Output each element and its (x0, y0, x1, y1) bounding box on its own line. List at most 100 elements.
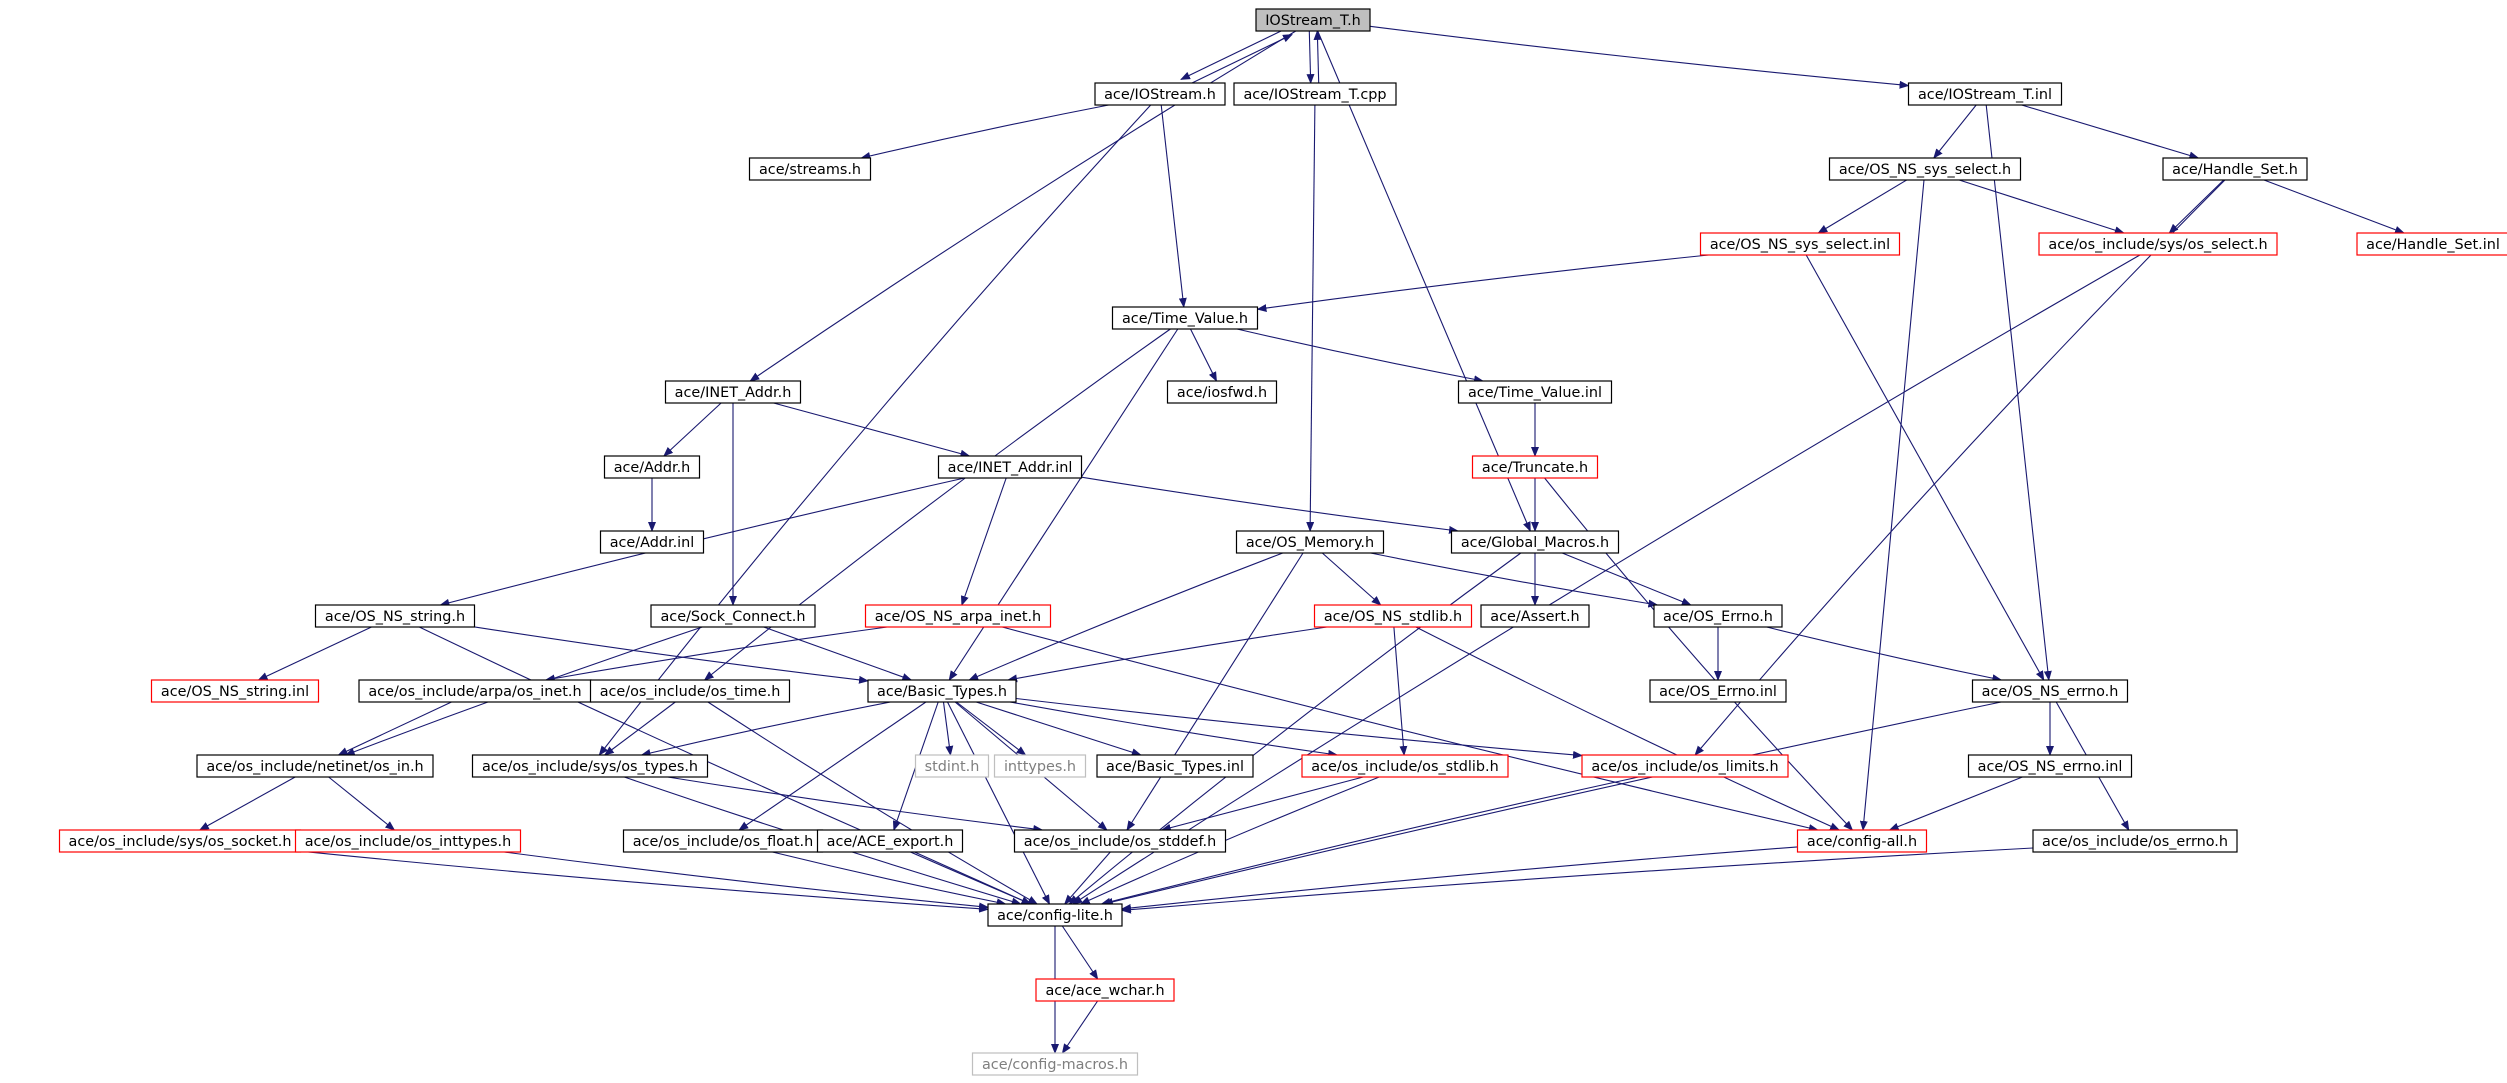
node-iostream-t-inl[interactable]: ace/IOStream_T.inl (1907, 82, 2063, 106)
node-config-all-h[interactable]: ace/config-all.h (1796, 829, 1928, 853)
node-os-errno-inl[interactable]: ace/OS_Errno.inl (1649, 679, 1787, 703)
edge-os-ns-string-h-to-basic-types-h (474, 626, 869, 684)
node-label: ace/Time_Value.h (1122, 311, 1248, 327)
edge-sock-connect-h-to-basic-types-h (763, 626, 913, 681)
edge-handle-set-h-to-os-include-sys-os-select-h (2168, 179, 2225, 234)
node-basic-types-inl[interactable]: ace/Basic_Types.inl (1096, 754, 1254, 778)
node-os-include-os-stdlib-h[interactable]: ace/os_include/os_stdlib.h (1301, 754, 1509, 778)
node-os-include-os-float-h[interactable]: ace/os_include/os_float.h (622, 829, 824, 853)
node-sock-connect-h[interactable]: ace/Sock_Connect.h (650, 604, 816, 628)
node-root[interactable]: IOStream_T.h (1255, 8, 1371, 32)
edge-os-include-os-stdlib-h-to-config-lite-h (1079, 776, 1380, 905)
node-label: ace/ace_wchar.h (1045, 983, 1164, 999)
node-box (1166, 380, 1278, 404)
node-box (1035, 978, 1175, 1002)
node-config-lite-h[interactable]: ace/config-lite.h (987, 903, 1123, 927)
node-label: ace/OS_NS_sys_select.inl (1710, 237, 1890, 253)
edge-os-include-os-stdlib-h-to-os-include-os-stddef-h (1160, 776, 1364, 832)
edge-handle-set-h-to-os-include-os-limits-h (1694, 179, 2226, 756)
node-label: ace/Handle_Set.inl (2366, 237, 2500, 253)
node-addr-inl[interactable]: ace/Addr.inl (599, 530, 705, 554)
node-box (314, 604, 476, 628)
node-global-macros-h[interactable]: ace/Global_Macros.h (1450, 530, 1620, 554)
node-os-ns-sys-select-inl[interactable]: ace/OS_NS_sys_select.inl (1699, 232, 1901, 256)
node-box (150, 679, 320, 703)
node-box (1581, 754, 1789, 778)
node-ace-iostream-h[interactable]: ace/IOStream.h (1094, 82, 1226, 106)
node-os-ns-string-inl[interactable]: ace/OS_NS_string.inl (150, 679, 320, 703)
node-box (664, 380, 802, 404)
edge-os-include-os-inttypes-h-to-config-lite-h (504, 851, 989, 911)
node-os-include-os-time-h[interactable]: ace/os_include/os_time.h (589, 679, 791, 703)
node-time-value-inl[interactable]: ace/Time_Value.inl (1457, 380, 1613, 404)
node-handle-set-h[interactable]: ace/Handle_Set.h (2162, 157, 2308, 181)
node-label: ace/INET_Addr.h (675, 385, 792, 401)
node-os-ns-stdlib-h[interactable]: ace/OS_NS_stdlib.h (1313, 604, 1473, 628)
edge-os-ns-sys-select-h-to-os-include-sys-os-select-h (1959, 179, 2125, 235)
node-label: ace/os_include/os_stddef.h (1024, 834, 1216, 850)
node-box (1653, 604, 1783, 628)
node-addr-h[interactable]: ace/Addr.h (603, 455, 701, 479)
edge-truncate-h-to-config-all-h (1544, 477, 1854, 831)
node-inet-addr-h[interactable]: ace/INET_Addr.h (664, 380, 802, 404)
edge-os-ns-sys-select-h-to-os-ns-sys-select-inl (1817, 179, 1907, 234)
edge-basic-types-h-to-os-include-os-stdlib-h (1009, 701, 1339, 758)
edge-basic-types-h-to-config-lite-h (947, 701, 1050, 905)
node-label: ace/OS_NS_errno.h (1982, 684, 2119, 700)
node-os-include-sys-os-types-h[interactable]: ace/os_include/sys/os_types.h (471, 754, 709, 778)
node-truncate-h[interactable]: ace/Truncate.h (1471, 455, 1599, 479)
edge-os-include-os-errno-h-to-config-lite-h (1121, 847, 2034, 914)
node-os-ns-errno-inl[interactable]: ace/OS_NS_errno.inl (1967, 754, 2133, 778)
edge-os-include-os-time-h-to-os-include-sys-os-types-h (603, 701, 676, 756)
node-ace-wchar-h[interactable]: ace/ace_wchar.h (1035, 978, 1175, 1002)
node-os-ns-arpa-inet-h[interactable]: ace/OS_NS_arpa_inet.h (864, 604, 1052, 628)
node-box (294, 829, 522, 853)
edge-os-ns-stdlib-h-to-basic-types-h (1007, 626, 1327, 683)
node-iostream-t-cpp[interactable]: ace/IOStream_T.cpp (1233, 82, 1397, 106)
edge-handle-set-h-to-handle-set-inl (2263, 179, 2405, 234)
edge-os-memory-h-to-basic-types-h (968, 552, 1283, 681)
node-os-ns-string-h[interactable]: ace/OS_NS_string.h (314, 604, 476, 628)
node-os-include-netinet-os-in-h[interactable]: ace/os_include/netinet/os_in.h (196, 754, 434, 778)
edge-config-all-h-to-config-lite-h (1121, 846, 1798, 912)
node-label: ace/config-macros.h (982, 1057, 1128, 1073)
edge-os-include-netinet-os-in-h-to-os-include-os-inttypes-h (328, 776, 396, 831)
node-os-include-os-inttypes-h[interactable]: ace/os_include/os_inttypes.h (294, 829, 522, 853)
node-os-include-os-errno-h[interactable]: ace/os_include/os_errno.h (2032, 829, 2238, 853)
edge-root-to-inet-addr-h (749, 30, 1297, 382)
node-os-memory-h[interactable]: ace/OS_Memory.h (1235, 530, 1385, 554)
node-box (1457, 380, 1613, 404)
node-inet-addr-inl[interactable]: ace/INET_Addr.inl (937, 455, 1083, 479)
node-streams-h[interactable]: ace/streams.h (748, 157, 872, 181)
node-label: ace/OS_Memory.h (1246, 535, 1374, 551)
edges (198, 25, 2405, 1054)
node-iosfwd-h[interactable]: ace/iosfwd.h (1166, 380, 1278, 404)
node-time-value-h[interactable]: ace/Time_Value.h (1111, 306, 1259, 330)
node-ace-export-h[interactable]: ace/ACE_export.h (816, 829, 964, 853)
node-label: ace/OS_NS_stdlib.h (1324, 609, 1462, 625)
edge-os-include-os-stddef-h-to-config-lite-h (1064, 851, 1111, 905)
edge-ace-iostream-h-to-os-include-sys-os-types-h (598, 104, 1152, 756)
node-os-ns-errno-h[interactable]: ace/OS_NS_errno.h (1971, 679, 2129, 703)
edge-os-errno-h-to-os-ns-errno-h (1766, 626, 2003, 683)
node-box (1480, 604, 1590, 628)
node-label: ace/os_include/os_inttypes.h (305, 834, 512, 850)
node-os-errno-h[interactable]: ace/OS_Errno.h (1653, 604, 1783, 628)
node-os-include-arpa-os-inet-h[interactable]: ace/os_include/arpa/os_inet.h (358, 679, 592, 703)
edge-os-ns-arpa-inet-h-to-os-include-arpa-os-inet-h (544, 626, 888, 683)
node-assert-h[interactable]: ace/Assert.h (1480, 604, 1590, 628)
node-box (971, 1052, 1139, 1076)
node-os-include-os-limits-h[interactable]: ace/os_include/os_limits.h (1581, 754, 1789, 778)
node-box (471, 754, 709, 778)
node-os-ns-sys-select-h[interactable]: ace/OS_NS_sys_select.h (1828, 157, 2022, 181)
node-os-include-sys-os-select-h[interactable]: ace/os_include/sys/os_select.h (2038, 232, 2278, 256)
node-box (2038, 232, 2278, 256)
node-box (650, 604, 816, 628)
node-os-include-sys-os-socket-h[interactable]: ace/os_include/sys/os_socket.h (58, 829, 302, 853)
node-handle-set-inl[interactable]: ace/Handle_Set.inl (2356, 232, 2507, 256)
edge-os-include-sys-os-select-h-to-config-lite-h (1072, 254, 2141, 905)
node-box (1971, 679, 2129, 703)
node-os-include-os-stddef-h[interactable]: ace/os_include/os_stddef.h (1013, 829, 1227, 853)
node-basic-types-h[interactable]: ace/Basic_Types.h (867, 679, 1017, 703)
